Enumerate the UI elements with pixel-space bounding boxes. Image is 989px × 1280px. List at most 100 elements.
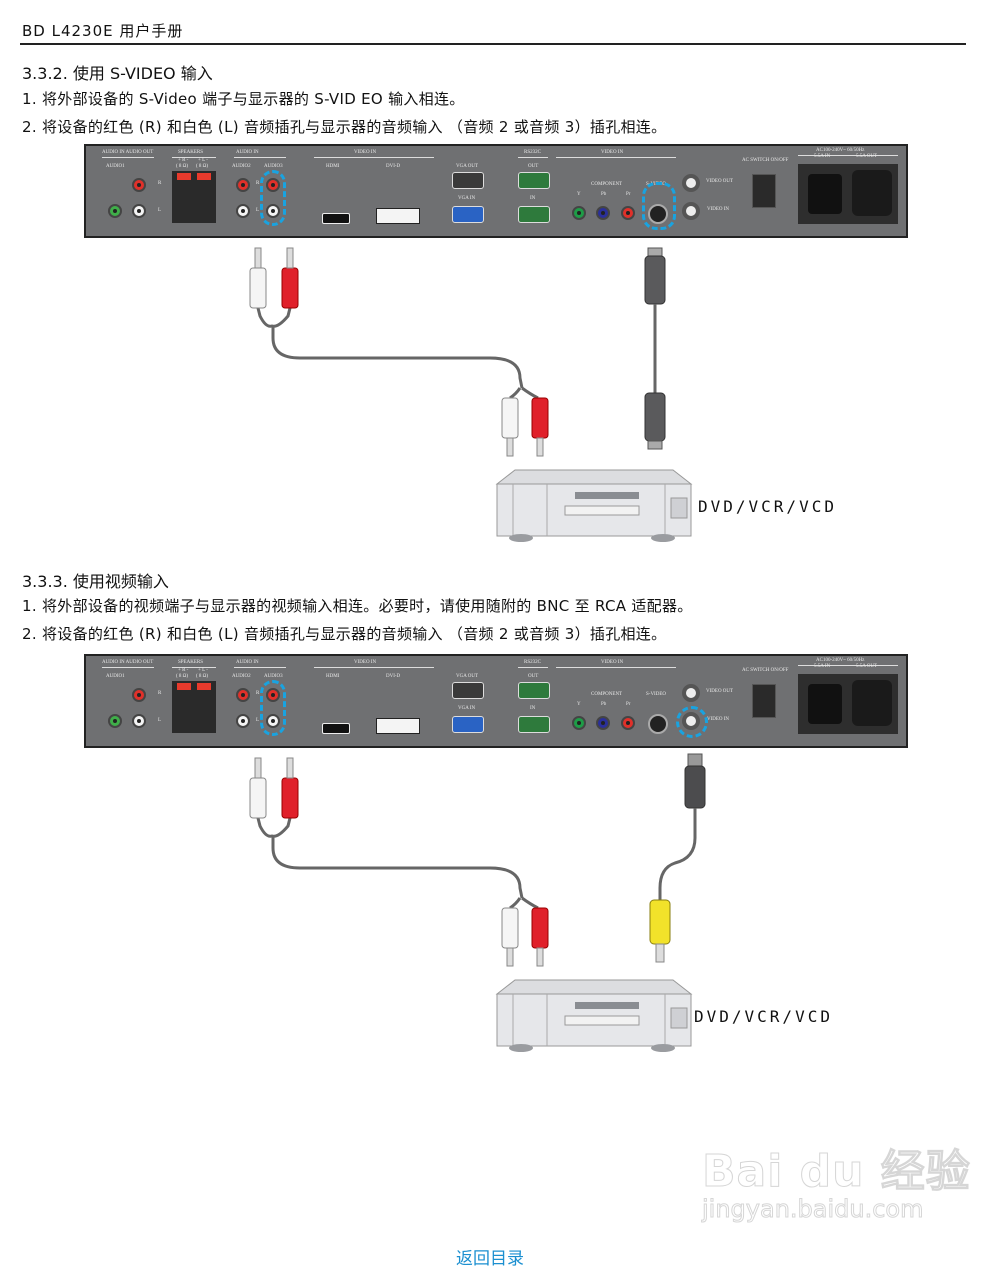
label-ac-rating: AC100-240V~ 60/50Hz bbox=[816, 148, 865, 153]
panel-group-underline bbox=[234, 667, 286, 668]
red-rca-plug bbox=[281, 777, 299, 819]
vga-in-port[interactable] bbox=[452, 206, 484, 223]
component-pb-jack[interactable] bbox=[596, 716, 610, 730]
s-video-port[interactable] bbox=[648, 714, 668, 734]
dvi-d-port[interactable] bbox=[376, 208, 420, 224]
s-video-highlight bbox=[642, 182, 676, 230]
watermark-brand: Bai du 经验 bbox=[702, 1146, 971, 1198]
ac-in-socket[interactable] bbox=[808, 684, 842, 724]
hdmi-port[interactable] bbox=[322, 213, 350, 224]
label-in: IN bbox=[530, 196, 536, 201]
label-out: OUT bbox=[528, 164, 539, 169]
audio1-jack[interactable] bbox=[108, 204, 122, 218]
label-pb: Pb bbox=[601, 192, 607, 197]
ac-out-socket[interactable] bbox=[852, 680, 892, 726]
label-audio1: AUDIO1 bbox=[106, 674, 125, 679]
s-video-cable bbox=[644, 247, 666, 450]
component-pr-jack[interactable] bbox=[621, 206, 635, 220]
audio-cable bbox=[249, 757, 549, 967]
section-title-svideo: 3.3.2. 使用 S-VIDEO 输入 bbox=[22, 64, 213, 83]
white-rca-plug bbox=[249, 267, 267, 309]
audio2-r-jack[interactable] bbox=[236, 688, 250, 702]
ac-power-switch[interactable] bbox=[752, 174, 776, 208]
label-audio2: AUDIO2 bbox=[232, 164, 251, 169]
hdmi-port[interactable] bbox=[322, 723, 350, 734]
label-ac-switch: AC SWITCH ON/OFF bbox=[742, 668, 789, 673]
vga-in-port[interactable] bbox=[452, 716, 484, 733]
panel-group-underline bbox=[234, 157, 286, 158]
audio-out-l-jack[interactable] bbox=[132, 714, 146, 728]
vga-out-port[interactable] bbox=[452, 172, 484, 189]
panel-group-underline bbox=[102, 667, 154, 668]
bnc-video-in-port[interactable] bbox=[682, 202, 700, 220]
audio-out-l-jack[interactable] bbox=[132, 204, 146, 218]
back-to-contents-link[interactable]: 返回目录 bbox=[456, 1249, 524, 1269]
label-s-video: S-VIDEO bbox=[646, 692, 666, 697]
rs232c-in-port[interactable] bbox=[518, 716, 550, 733]
panel-group-underline bbox=[798, 665, 898, 666]
label-video-in-bnc: VIDEO IN bbox=[706, 717, 730, 722]
label-l: L bbox=[158, 718, 162, 723]
panel-group-underline bbox=[556, 157, 676, 158]
header-divider bbox=[20, 43, 966, 45]
speaker-terminal[interactable] bbox=[172, 681, 216, 733]
dvd-player bbox=[495, 979, 693, 1052]
panel-group-underline bbox=[314, 157, 434, 158]
label-r: R bbox=[158, 181, 162, 186]
audio3-highlight bbox=[260, 170, 286, 226]
power-sockets bbox=[798, 164, 898, 224]
audio2-l-jack[interactable] bbox=[236, 204, 250, 218]
label-l: L bbox=[256, 208, 260, 213]
ac-power-switch[interactable] bbox=[752, 684, 776, 718]
audio2-r-jack[interactable] bbox=[236, 178, 250, 192]
bnc-video-out-port[interactable] bbox=[682, 174, 700, 192]
label-vga-in: VGA IN bbox=[458, 196, 476, 201]
white-rca-plug bbox=[501, 397, 519, 439]
watermark-url: jingyan.baidu.com bbox=[702, 1195, 924, 1224]
component-pr-jack[interactable] bbox=[621, 716, 635, 730]
label-audio-in: AUDIO IN bbox=[236, 660, 259, 665]
label-audio-in-out: AUDIO IN AUDIO OUT bbox=[102, 660, 154, 665]
speaker-terminal[interactable] bbox=[172, 171, 216, 223]
section-title-video: 3.3.3. 使用视频输入 bbox=[22, 572, 169, 591]
panel-group-underline bbox=[798, 155, 898, 156]
label-audio3: AUDIO3 bbox=[264, 674, 283, 679]
label-l: L bbox=[158, 208, 162, 213]
component-y-jack[interactable] bbox=[572, 716, 586, 730]
device-label: DVD/VCR/VCD bbox=[698, 497, 837, 516]
label-video-in: VIDEO IN bbox=[354, 150, 377, 155]
ac-out-socket[interactable] bbox=[852, 170, 892, 216]
step-1: 1. 将外部设备的视频端子与显示器的视频输入相连。必要时，请使用随附的 BNC … bbox=[22, 597, 693, 615]
vga-out-port[interactable] bbox=[452, 682, 484, 699]
audio-out-r-jack[interactable] bbox=[132, 688, 146, 702]
label-ohm: ( 8 Ω) bbox=[176, 674, 189, 679]
label-in-rating: 5.5A IN bbox=[814, 154, 831, 159]
label-audio-in: AUDIO IN bbox=[236, 150, 259, 155]
audio1-jack[interactable] bbox=[108, 714, 122, 728]
rs232c-out-port[interactable] bbox=[518, 682, 550, 699]
power-sockets bbox=[798, 674, 898, 734]
audio2-l-jack[interactable] bbox=[236, 714, 250, 728]
label-l: L bbox=[256, 718, 260, 723]
label-vga-out: VGA OUT bbox=[456, 674, 479, 679]
panel-group-underline bbox=[314, 667, 434, 668]
audio-out-r-jack[interactable] bbox=[132, 178, 146, 192]
label-pr: Pr bbox=[626, 702, 631, 707]
component-y-jack[interactable] bbox=[572, 206, 586, 220]
label-pr: Pr bbox=[626, 192, 631, 197]
cable-diagram-video bbox=[249, 753, 706, 967]
label-rs232c: RS232C bbox=[524, 660, 541, 665]
label-ac-rating: AC100-240V~ 60/50Hz bbox=[816, 658, 865, 663]
label-ohm: ( 8 Ω) bbox=[196, 164, 209, 169]
component-pb-jack[interactable] bbox=[596, 206, 610, 220]
label-rs232c: RS232C bbox=[524, 150, 541, 155]
device-label: DVD/VCR/VCD bbox=[694, 1007, 833, 1026]
rs232c-in-port[interactable] bbox=[518, 206, 550, 223]
bnc-video-out-port[interactable] bbox=[682, 684, 700, 702]
label-audio2: AUDIO2 bbox=[232, 674, 251, 679]
dvi-d-port[interactable] bbox=[376, 718, 420, 734]
rs232c-out-port[interactable] bbox=[518, 172, 550, 189]
ac-in-socket[interactable] bbox=[808, 174, 842, 214]
red-rca-plug bbox=[531, 397, 549, 439]
